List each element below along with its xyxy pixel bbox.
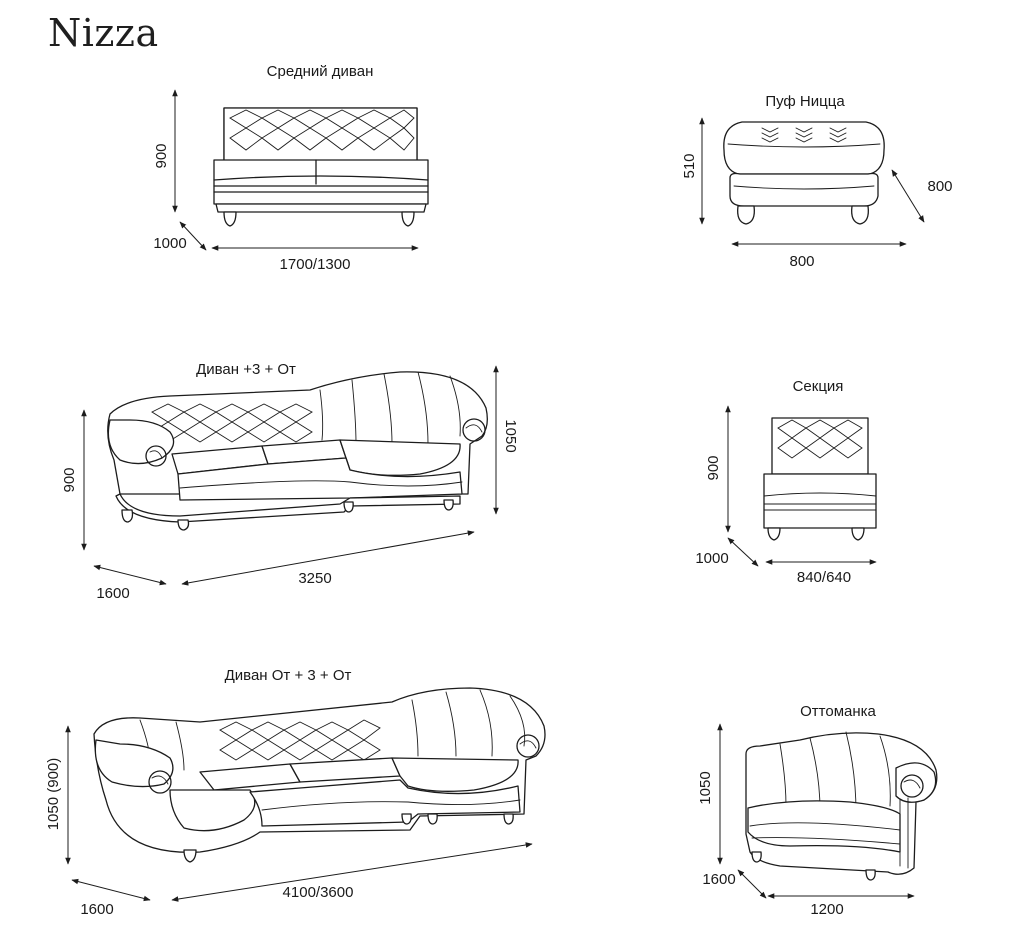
sofa-3-ot-depth: 1600 <box>96 585 129 602</box>
dim-line <box>727 537 759 567</box>
sofa-ot-3-ot-width: 4100/3600 <box>283 884 354 901</box>
sofa-3-ot-title: Диван +3 + От <box>196 361 296 378</box>
section-drawing <box>763 417 877 541</box>
dim-line <box>71 878 151 902</box>
sofa-ot-3-ot-drawing <box>93 687 546 863</box>
sofa-ot-3-ot-title: Диван От + 3 + От <box>225 667 352 684</box>
section-tufting <box>777 419 863 459</box>
ottoman-height: 1050 <box>697 771 714 804</box>
middle-sofa-title: Средний диван <box>267 63 374 80</box>
dim-line <box>171 842 533 902</box>
dim-line <box>891 169 925 223</box>
section-depth: 1000 <box>695 550 728 567</box>
section-height: 900 <box>705 455 722 480</box>
sofa-3-ot-width: 3250 <box>298 570 331 587</box>
middle-sofa-height: 900 <box>153 143 170 168</box>
dim-line <box>737 869 767 899</box>
ottoman-title: Оттоманка <box>800 703 876 720</box>
section-width: 840/640 <box>797 569 851 586</box>
brand-logo-text: Nizza <box>48 11 159 55</box>
ottoman-drawing <box>745 731 938 881</box>
sofa-ot-3-ot-height: 1050 (900) <box>45 758 62 831</box>
sofa-3-ot-height-left: 900 <box>61 467 78 492</box>
section-title: Секция <box>793 378 844 395</box>
sofa-ot-3-ot-depth: 1600 <box>80 901 113 918</box>
pouf-depth: 800 <box>927 178 952 195</box>
sofa-3-ot-drawing <box>107 371 488 531</box>
middle-sofa-depth: 1000 <box>153 235 186 252</box>
middle-sofa-width: 1700/1300 <box>280 256 351 273</box>
tufting-pattern <box>229 109 415 151</box>
sofa-ot-3-ot-tufting <box>219 719 381 761</box>
pouf-title: Пуф Ницца <box>765 93 845 110</box>
dim-line <box>179 221 207 251</box>
pouf-width: 800 <box>789 253 814 270</box>
middle-sofa-drawing <box>213 107 429 227</box>
dim-line <box>93 564 167 586</box>
dim-line <box>181 530 475 586</box>
sofa-3-ot-height-right: 1050 <box>502 419 519 452</box>
pouf-height: 510 <box>681 153 698 178</box>
pouf-drawing <box>723 121 885 225</box>
pouf-tufting <box>761 127 847 143</box>
ottoman-depth: 1600 <box>702 871 735 888</box>
ottoman-width: 1200 <box>810 901 843 918</box>
